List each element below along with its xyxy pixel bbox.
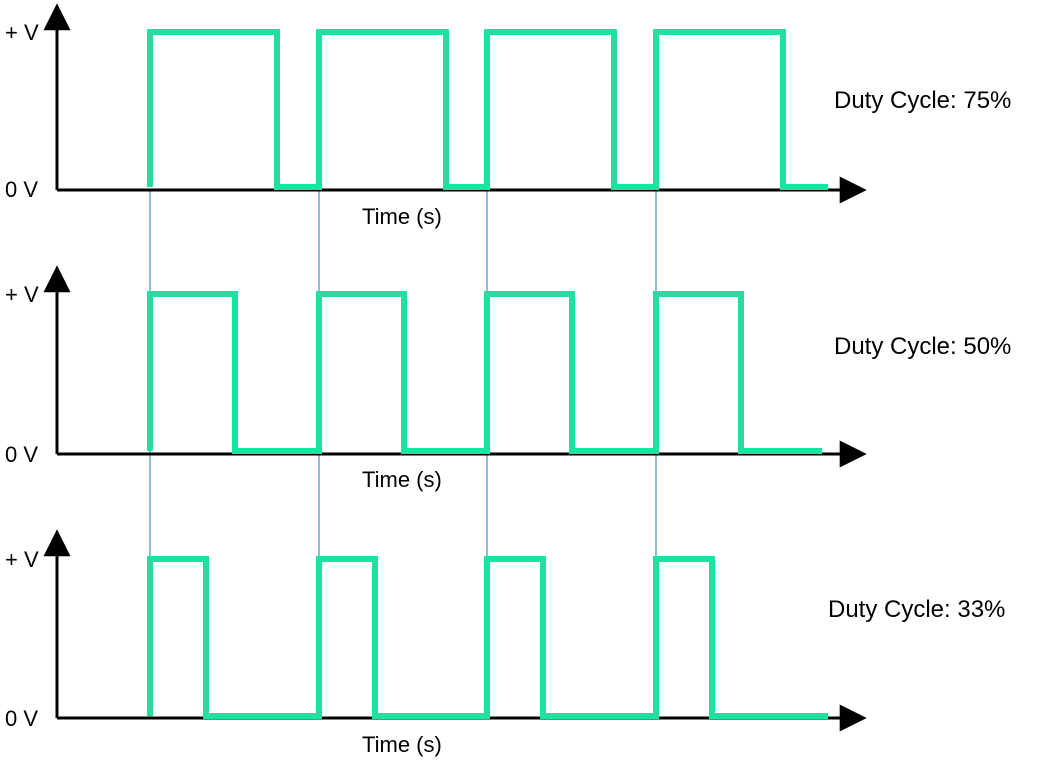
duty-cycle-label: Duty Cycle: 33% bbox=[828, 596, 1005, 623]
panel-duty-75: + V 0 V Time (s) Duty Cycle: 75% bbox=[5, 3, 1011, 229]
pwm-waveform bbox=[147, 291, 822, 454]
pwm-waveform bbox=[147, 29, 828, 190]
y-low-label: 0 V bbox=[5, 706, 38, 731]
y-high-label: + V bbox=[5, 282, 39, 307]
x-axis-label: Time (s) bbox=[362, 467, 442, 492]
x-axis-label: Time (s) bbox=[362, 732, 442, 757]
y-high-label: + V bbox=[5, 20, 39, 45]
x-axis-label: Time (s) bbox=[362, 204, 442, 229]
y-low-label: 0 V bbox=[5, 442, 38, 467]
y-low-label: 0 V bbox=[5, 177, 38, 202]
y-high-label: + V bbox=[5, 547, 39, 572]
panel-duty-33: + V 0 V Time (s) Duty Cycle: 33% bbox=[5, 529, 1005, 757]
pwm-waveform bbox=[147, 556, 828, 719]
duty-cycle-label: Duty Cycle: 75% bbox=[834, 87, 1011, 114]
panel-duty-50: + V 0 V Time (s) Duty Cycle: 50% bbox=[5, 265, 1011, 492]
duty-cycle-label: Duty Cycle: 50% bbox=[834, 333, 1011, 360]
